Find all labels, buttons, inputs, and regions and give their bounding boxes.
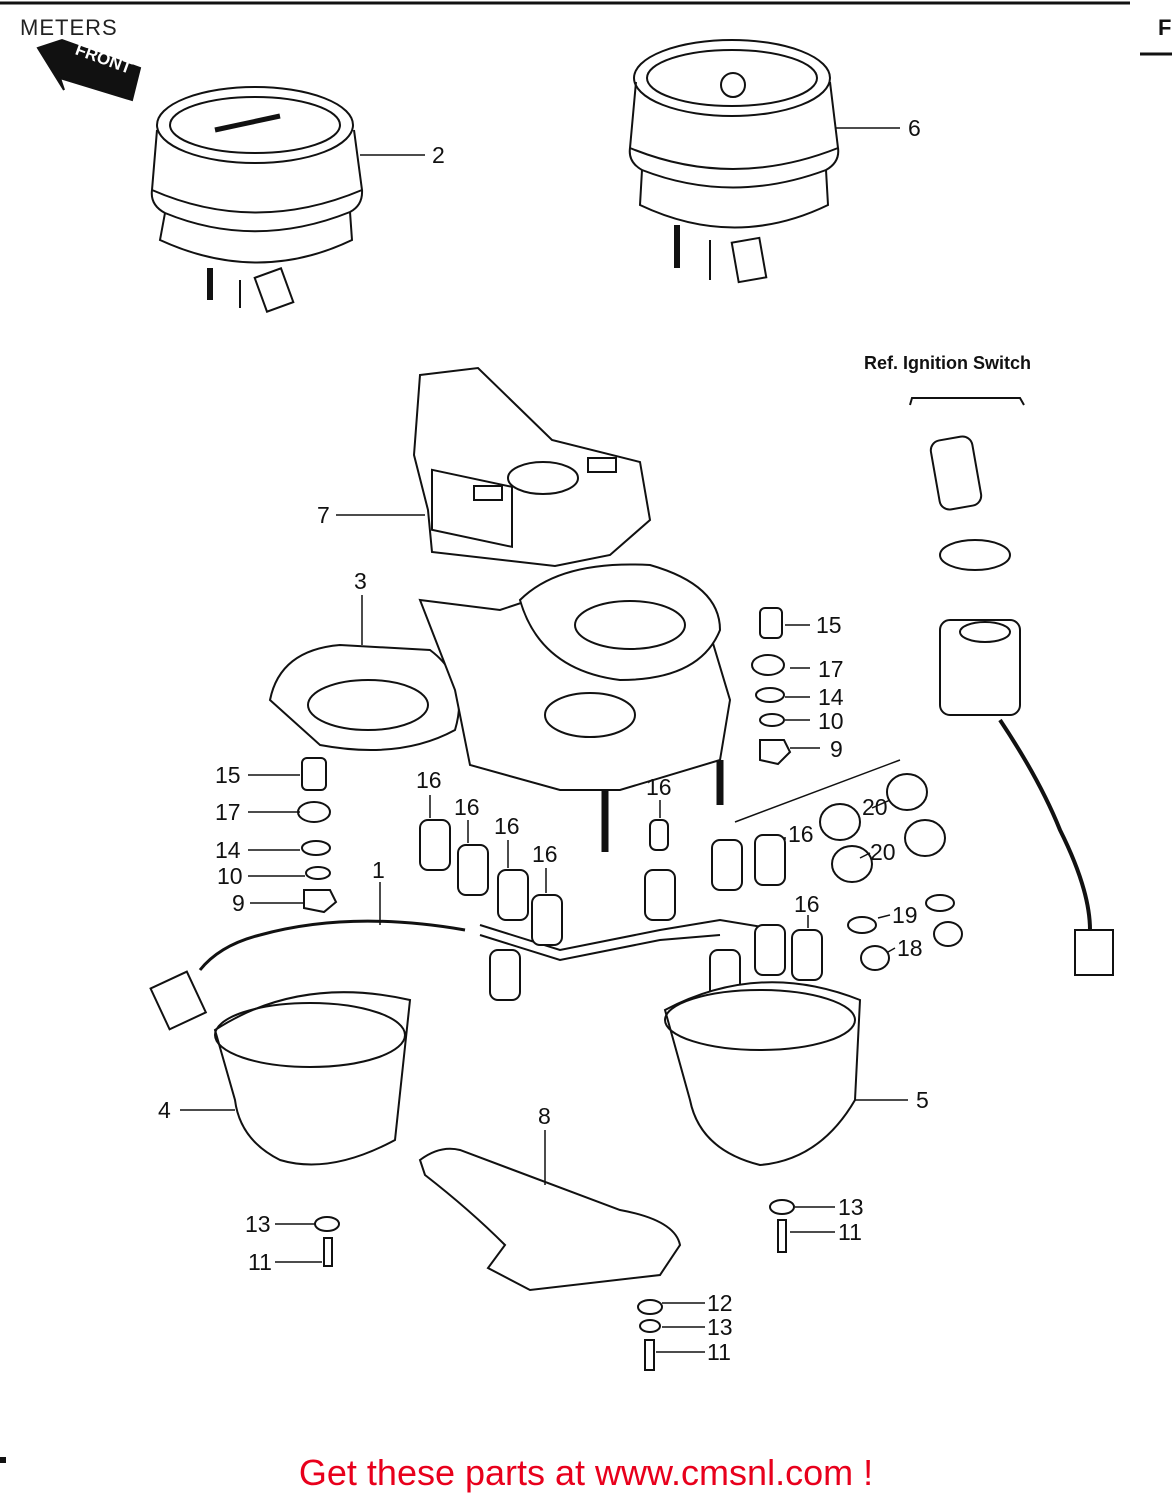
callout-14-left: 14 [215,837,241,863]
callout-6: 6 [908,115,921,141]
callout-4: 4 [158,1097,171,1123]
callout-leader-lines [180,127,908,1353]
callout-20-a: 20 [862,794,888,820]
callout-16-f: 16 [788,821,814,847]
callout-8: 8 [538,1103,551,1129]
wiring-harness-part-1 [149,918,781,1031]
callout-5: 5 [916,1087,929,1113]
callout-18: 18 [897,935,923,961]
small-fasteners [297,607,963,1371]
callout-9-right: 9 [830,736,843,762]
callout-16-c: 16 [494,813,520,839]
footer-link-text[interactable]: Get these parts at www.cmsnl.com ! [298,1452,874,1493]
callout-12: 12 [707,1290,733,1316]
callout-16-b: 16 [454,794,480,820]
meter-bracket-part-3 [268,563,732,852]
callout-10-right: 10 [818,708,844,734]
meter-case-part-5 [663,981,862,1167]
callout-1: 1 [372,857,385,883]
callout-19: 19 [892,902,918,928]
callout-17-left: 17 [215,799,241,825]
callout-9-left: 9 [232,890,245,916]
diagram-title: METERS [20,15,118,40]
speedometer-part-2 [150,86,364,313]
callout-7: 7 [317,502,330,528]
callout-16-e: 16 [646,774,672,800]
callout-11-right: 11 [838,1219,862,1245]
callout-20-b: 20 [870,839,896,865]
meter-case-part-4 [213,991,412,1166]
lower-bracket-part-8 [418,1147,682,1292]
callout-17-right: 17 [818,656,844,682]
callout-13-right: 13 [838,1194,864,1220]
callout-16-g: 16 [794,891,820,917]
callout-2: 2 [432,142,445,168]
callout-14-right: 14 [818,684,844,710]
callout-15-right: 15 [816,612,842,638]
bulb-sockets-part-16 [419,819,823,1001]
front-arrow-icon [36,38,142,102]
ignition-switch-ref-label: Ref. Ignition Switch [864,353,1031,373]
callout-16-a: 16 [416,767,442,793]
tachometer-part-6 [628,39,840,284]
callout-11-left: 11 [248,1249,272,1275]
callout-16-d: 16 [532,841,558,867]
callout-3: 3 [354,568,367,594]
page-corner-mark: F [1158,15,1172,40]
callout-11-bottom: 11 [707,1339,731,1365]
meter-cover-part-7 [412,366,652,568]
callout-13-bottom: 13 [707,1314,733,1340]
ignition-switch [909,397,1114,976]
callout-10-left: 10 [217,863,243,889]
callout-13-left: 13 [245,1211,271,1237]
callout-15-left: 15 [215,762,241,788]
